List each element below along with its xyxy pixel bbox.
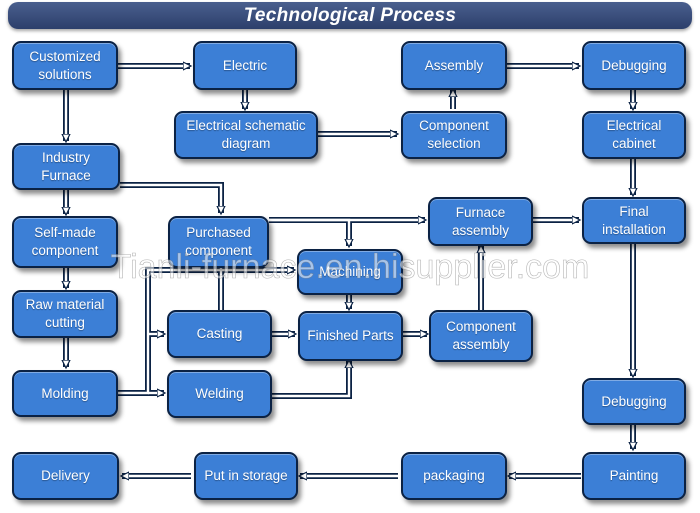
node-molding: Molding [12, 370, 118, 417]
node-customized-solutions: Customized solutions [12, 41, 118, 90]
node-furnace-assembly: Furnace assembly [428, 197, 533, 246]
node-label: Furnace assembly [451, 204, 510, 238]
node-electrical-schematic-diagram: Electrical schematic diagram [174, 111, 318, 159]
node-label: Put in storage [204, 468, 288, 483]
page-title: Technological Process [243, 5, 457, 26]
node-purchased-component: Purchased component [168, 216, 269, 268]
node-component-assembly: Component assembly [429, 310, 533, 362]
node-label: Electrical schematic diagram [186, 118, 306, 151]
node-label: Self-made component [31, 225, 99, 258]
node-electrical-cabinet: Electrical cabinet [582, 111, 686, 159]
node-assembly: Assembly [401, 41, 507, 90]
title-bar: Technological Process [8, 2, 692, 29]
node-welding: Welding [167, 370, 272, 418]
node-self-made-component: Self-made component [12, 216, 118, 268]
node-machining: Machining [297, 249, 403, 295]
node-final-installation: Final installation [582, 197, 686, 244]
node-label: Casting [196, 326, 243, 341]
node-casting: Casting [167, 310, 272, 358]
node-label: Finished Parts [307, 328, 394, 343]
node-label: Debugging [601, 57, 667, 73]
node-label: Painting [609, 468, 659, 483]
node-label: Final installation [602, 203, 666, 237]
node-industry-furnace: Industry Furnace [12, 143, 120, 190]
node-electric: Electric [193, 41, 297, 90]
node-label: Electrical cabinet [606, 118, 662, 151]
node-label: packaging [423, 468, 485, 483]
node-label: Electric [222, 57, 268, 73]
node-debugging-top: Debugging [582, 41, 686, 90]
node-label: Component assembly [446, 319, 516, 352]
node-debugging-bottom: Debugging [582, 378, 686, 425]
node-label: Industry Furnace [41, 149, 91, 183]
node-label: Customized solutions [29, 48, 101, 82]
node-label: Component selection [419, 118, 489, 151]
node-put-in-storage: Put in storage [194, 452, 298, 500]
node-raw-material-cutting: Raw material cutting [12, 290, 118, 338]
node-label: Purchased component [185, 225, 252, 258]
node-painting: Painting [582, 452, 686, 500]
node-finished-parts: Finished Parts [298, 311, 403, 361]
node-label: Welding [195, 386, 244, 401]
node-label: Debugging [601, 393, 667, 409]
node-label: Molding [41, 385, 89, 401]
node-packaging: packaging [401, 452, 507, 500]
node-delivery: Delivery [12, 452, 119, 500]
node-label: Raw material cutting [25, 297, 105, 330]
node-label: Assembly [424, 57, 484, 73]
node-label: Machining [319, 264, 381, 279]
node-label: Delivery [41, 468, 90, 483]
node-component-selection: Component selection [401, 111, 507, 159]
